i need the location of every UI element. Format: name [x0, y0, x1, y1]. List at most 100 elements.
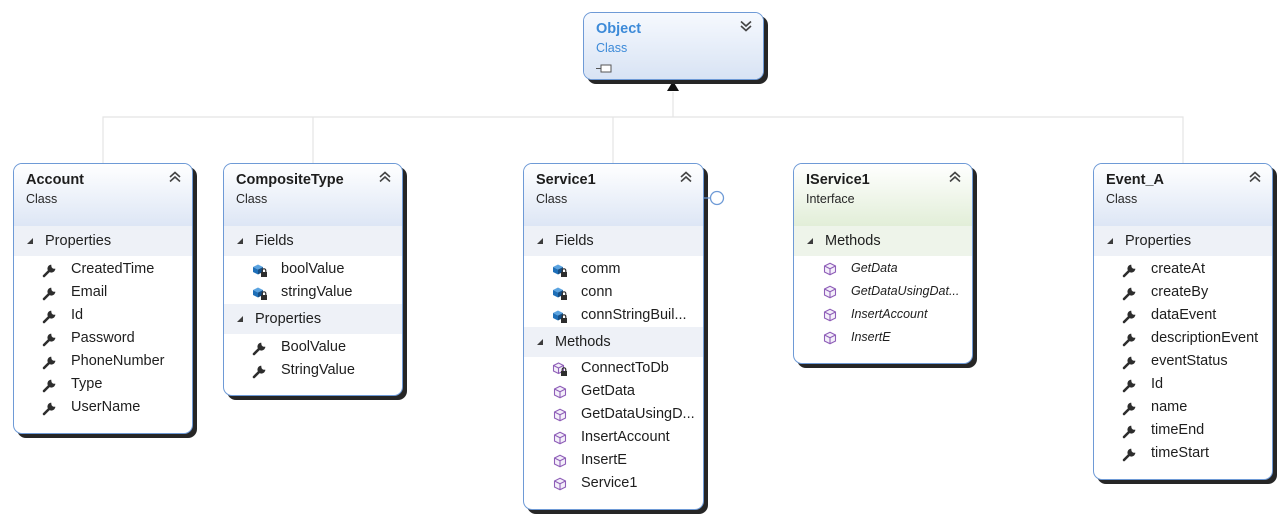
wrench-icon	[252, 363, 268, 379]
wrench-icon	[1122, 331, 1138, 347]
interface-lollipop-icon	[704, 190, 725, 206]
iservice1-methods-compartment[interactable]: Methods	[794, 226, 972, 256]
property-row[interactable]: Id	[14, 304, 192, 327]
method-cube-icon	[552, 361, 568, 377]
property-row-label: createBy	[1151, 284, 1209, 300]
method-row-label: Service1	[581, 475, 638, 491]
event-a-class-kind: Class	[1106, 192, 1138, 206]
property-row[interactable]: Password	[14, 327, 192, 350]
property-row-label: createAt	[1151, 261, 1205, 277]
collapse-chevron-icon[interactable]	[1248, 170, 1262, 184]
property-row-label: timeStart	[1151, 445, 1210, 461]
property-row-label: BoolValue	[281, 339, 347, 355]
compositetype-class-name: CompositeType	[236, 172, 344, 188]
method-row-label: InsertE	[851, 330, 891, 344]
property-row[interactable]: PhoneNumber	[14, 350, 192, 373]
field-row[interactable]: comm	[524, 258, 703, 281]
property-row-label: CreatedTime	[71, 261, 155, 277]
property-row[interactable]: Email	[14, 281, 192, 304]
method-row[interactable]: InsertE	[794, 326, 972, 349]
method-cube-icon	[552, 453, 568, 469]
collapse-chevron-icon[interactable]	[679, 170, 693, 184]
method-row[interactable]: GetData	[794, 257, 972, 280]
property-row-label: PhoneNumber	[71, 353, 165, 369]
method-row-label: InsertAccount	[851, 307, 928, 321]
object-header: Object Class	[584, 13, 763, 79]
method-row[interactable]: ConnectToDb	[524, 357, 703, 380]
method-row[interactable]: Service1	[524, 472, 703, 495]
wrench-icon	[1122, 308, 1138, 324]
method-row[interactable]: InsertAccount	[794, 303, 972, 326]
property-row[interactable]: UserName	[14, 396, 192, 419]
property-row[interactable]: createBy	[1094, 281, 1272, 304]
private-field-icon	[252, 262, 268, 278]
field-row-label: conn	[581, 284, 613, 300]
property-row[interactable]: descriptionEvent	[1094, 327, 1272, 350]
method-row[interactable]: GetDataUsingDat...	[794, 280, 972, 303]
field-row-label: comm	[581, 261, 621, 277]
method-row[interactable]: GetData	[524, 380, 703, 403]
field-row[interactable]: connStringBuil...	[524, 304, 703, 327]
method-row[interactable]: InsertAccount	[524, 426, 703, 449]
method-row[interactable]: GetDataUsingD...	[524, 403, 703, 426]
method-row-label: InsertE	[581, 452, 627, 468]
property-row[interactable]: createAt	[1094, 258, 1272, 281]
property-row-label: name	[1151, 399, 1188, 415]
property-row-label: Type	[71, 376, 103, 392]
iservice1-interface-name: IService1	[806, 172, 870, 188]
wrench-icon	[1122, 446, 1138, 462]
property-row[interactable]: StringValue	[224, 359, 402, 382]
method-row-label: GetDataUsingDat...	[851, 284, 960, 298]
account-properties-compartment[interactable]: Properties	[14, 226, 192, 256]
service1-methods-compartment[interactable]: Methods	[524, 327, 703, 357]
property-row[interactable]: CreatedTime	[14, 258, 192, 281]
wrench-icon	[42, 400, 58, 416]
iservice1-interface-kind: Interface	[806, 192, 855, 206]
method-cube-icon	[552, 384, 568, 400]
field-row[interactable]: boolValue	[224, 258, 402, 281]
private-field-icon	[552, 285, 568, 301]
property-row[interactable]: eventStatus	[1094, 350, 1272, 373]
method-cube-icon	[822, 261, 838, 277]
property-row-label: Id	[71, 307, 84, 323]
wrench-icon	[1122, 423, 1138, 439]
service1-fields-compartment[interactable]: Fields	[524, 226, 703, 256]
collapse-chevron-icon[interactable]	[378, 170, 392, 184]
wrench-icon	[42, 377, 58, 393]
property-row-label: descriptionEvent	[1151, 330, 1259, 346]
expand-chevron-icon[interactable]	[739, 19, 753, 33]
property-row-label: StringValue	[281, 362, 355, 378]
compositetype-properties-compartment[interactable]: Properties	[224, 304, 402, 334]
property-row[interactable]: dataEvent	[1094, 304, 1272, 327]
event-a-properties-compartment[interactable]: Properties	[1094, 226, 1272, 256]
property-row[interactable]: timeEnd	[1094, 419, 1272, 442]
collapse-chevron-icon[interactable]	[168, 170, 182, 184]
property-row[interactable]: Id	[1094, 373, 1272, 396]
property-row-label: eventStatus	[1151, 353, 1228, 369]
wrench-icon	[252, 340, 268, 356]
field-row[interactable]: stringValue	[224, 281, 402, 304]
method-row[interactable]: InsertE	[524, 449, 703, 472]
wrench-icon	[42, 354, 58, 370]
iservice1-header: IService1 Interface	[794, 164, 972, 226]
property-row[interactable]: Type	[14, 373, 192, 396]
method-row-label: GetData	[581, 383, 635, 399]
private-field-icon	[552, 262, 568, 278]
property-row[interactable]: BoolValue	[224, 336, 402, 359]
method-cube-icon	[552, 407, 568, 423]
event-a-class-box[interactable]: Event_A Class Properties createAt createB…	[1093, 163, 1273, 480]
object-class-box[interactable]: Object Class	[583, 12, 764, 80]
property-row[interactable]: name	[1094, 396, 1272, 419]
field-row[interactable]: conn	[524, 281, 703, 304]
property-row[interactable]: timeStart	[1094, 442, 1272, 465]
event-a-class-name: Event_A	[1106, 172, 1165, 188]
collapse-chevron-icon[interactable]	[948, 170, 962, 184]
base-type-icon	[596, 64, 612, 73]
method-row-label: GetDataUsingD...	[581, 406, 695, 422]
wrench-icon	[42, 285, 58, 301]
compositetype-fields-compartment[interactable]: Fields	[224, 226, 402, 256]
